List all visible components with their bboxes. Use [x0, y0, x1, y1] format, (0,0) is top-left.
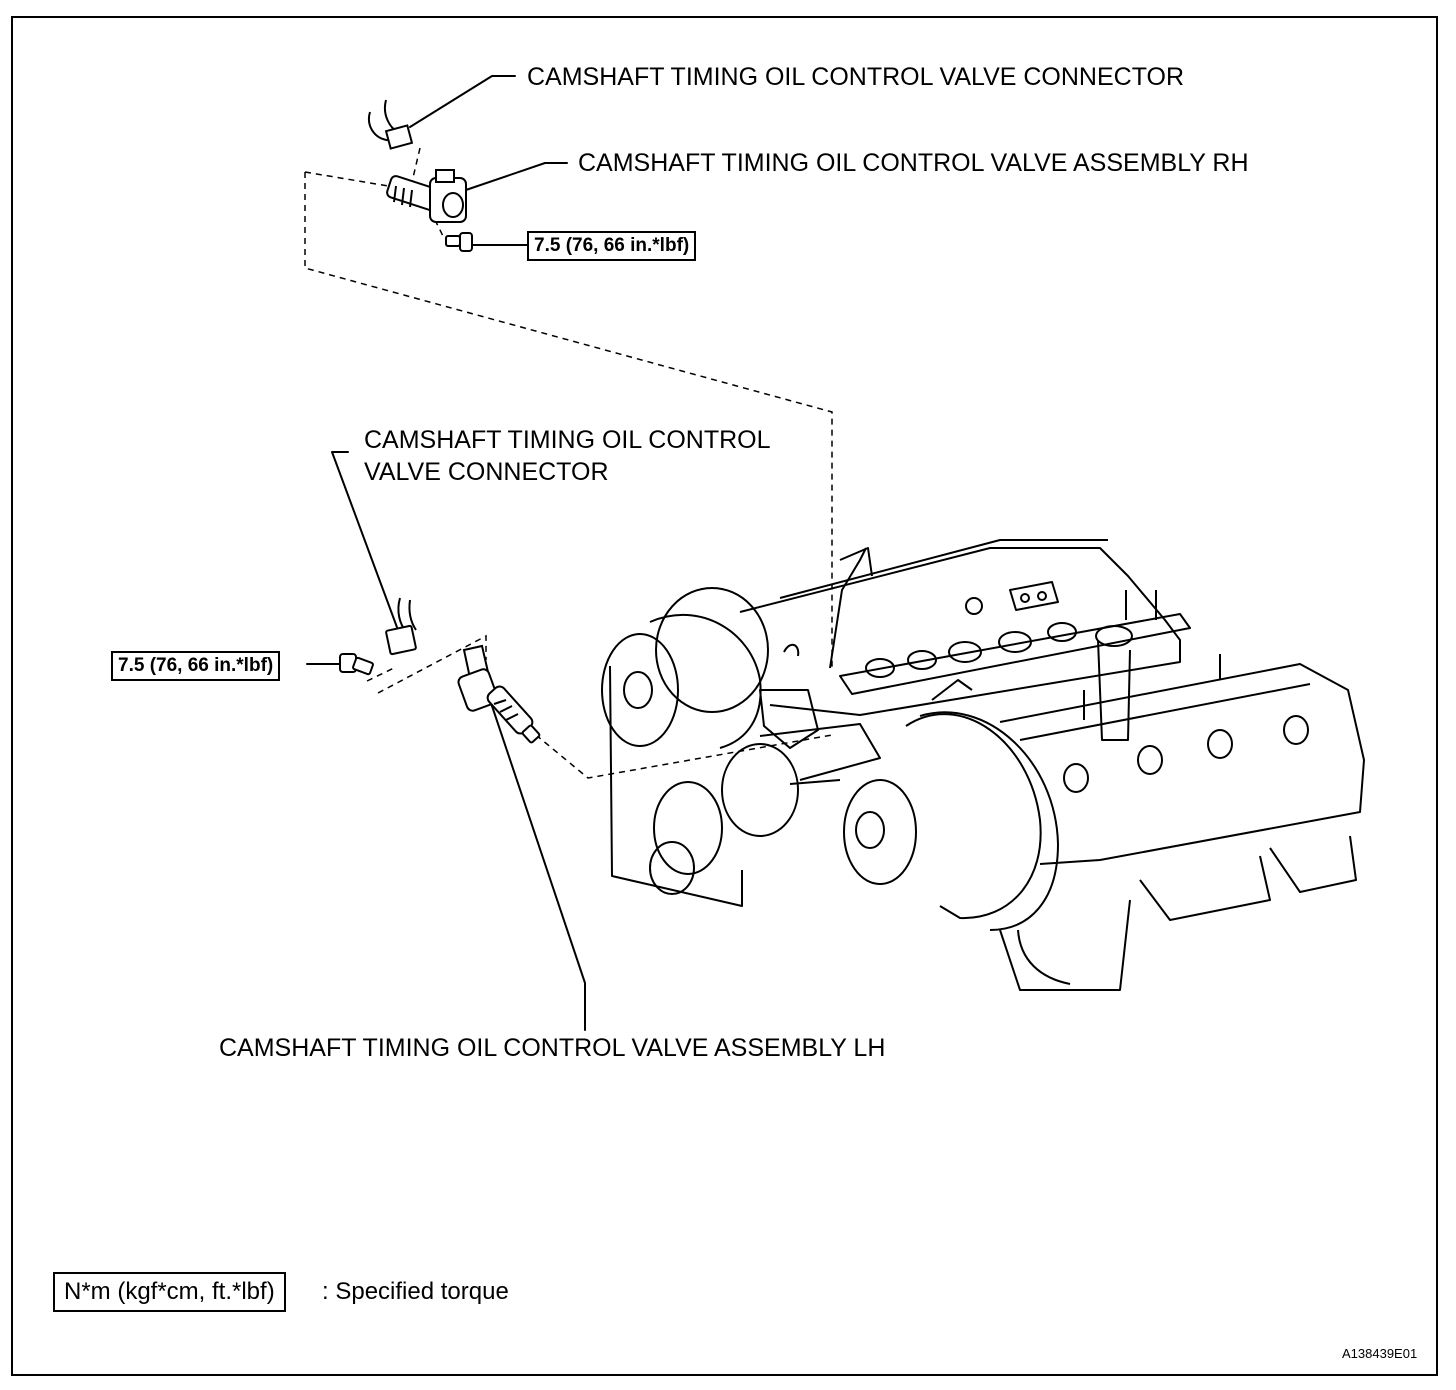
label-lh-connector-line1: CAMSHAFT TIMING OIL CONTROL — [364, 426, 771, 454]
lh-bolt-part — [339, 653, 374, 676]
leader-rh-connector — [409, 75, 516, 128]
torque-lh: 7.5 (76, 66 in.*lbf) — [111, 651, 281, 681]
label-lh-assembly: CAMSHAFT TIMING OIL CONTROL VALVE ASSEMB… — [219, 1034, 886, 1062]
gasket-plate — [839, 613, 1191, 695]
rh-cam-pulley — [601, 633, 679, 747]
figure-frame — [11, 16, 1438, 1376]
rh-head-cover — [739, 547, 1181, 716]
idler-pulley-1 — [653, 781, 723, 875]
dipstick — [829, 547, 867, 669]
timing-cover — [905, 713, 1042, 920]
dashed-lh-valve — [535, 734, 833, 779]
dashed-rh-top — [304, 171, 401, 189]
dashed-lh-path — [377, 634, 487, 694]
rh-cam-pulley-outer — [655, 587, 769, 713]
engine-block — [601, 539, 1365, 991]
lh-cam-pulley — [843, 779, 917, 885]
legend-description: : Specified torque — [322, 1278, 509, 1305]
rh-bolt-part — [445, 232, 473, 252]
label-lh-connector-line2: VALVE CONNECTOR — [364, 458, 609, 486]
leader-rh-assembly — [459, 162, 568, 193]
dashed-rh-outline — [304, 172, 833, 668]
leader-lh-connector — [331, 451, 399, 631]
legend-torque-unit: N*m (kgf*cm, ft.*lbf) — [53, 1272, 286, 1312]
idler-pulley-2 — [721, 743, 799, 837]
leader-lh-assembly — [489, 699, 586, 1031]
label-rh-assembly: CAMSHAFT TIMING OIL CONTROL VALVE ASSEMB… — [578, 149, 1249, 177]
torque-rh: 7.5 (76, 66 in.*lbf) — [527, 231, 697, 261]
lh-connector-part — [385, 597, 417, 656]
label-rh-connector: CAMSHAFT TIMING OIL CONTROL VALVE CONNEC… — [527, 63, 1185, 91]
figure-id: A138439E01 — [1342, 1346, 1418, 1361]
dashed-rh-connector — [411, 147, 421, 183]
lh-valve-part — [457, 644, 541, 744]
oil-filler-tube — [1097, 639, 1131, 741]
rh-valve-part — [386, 169, 467, 223]
rh-connector-part — [367, 99, 414, 150]
lh-head-cover — [999, 663, 1365, 865]
engine-block-lower — [999, 899, 1131, 991]
dashed-lh-bolt — [366, 667, 395, 682]
